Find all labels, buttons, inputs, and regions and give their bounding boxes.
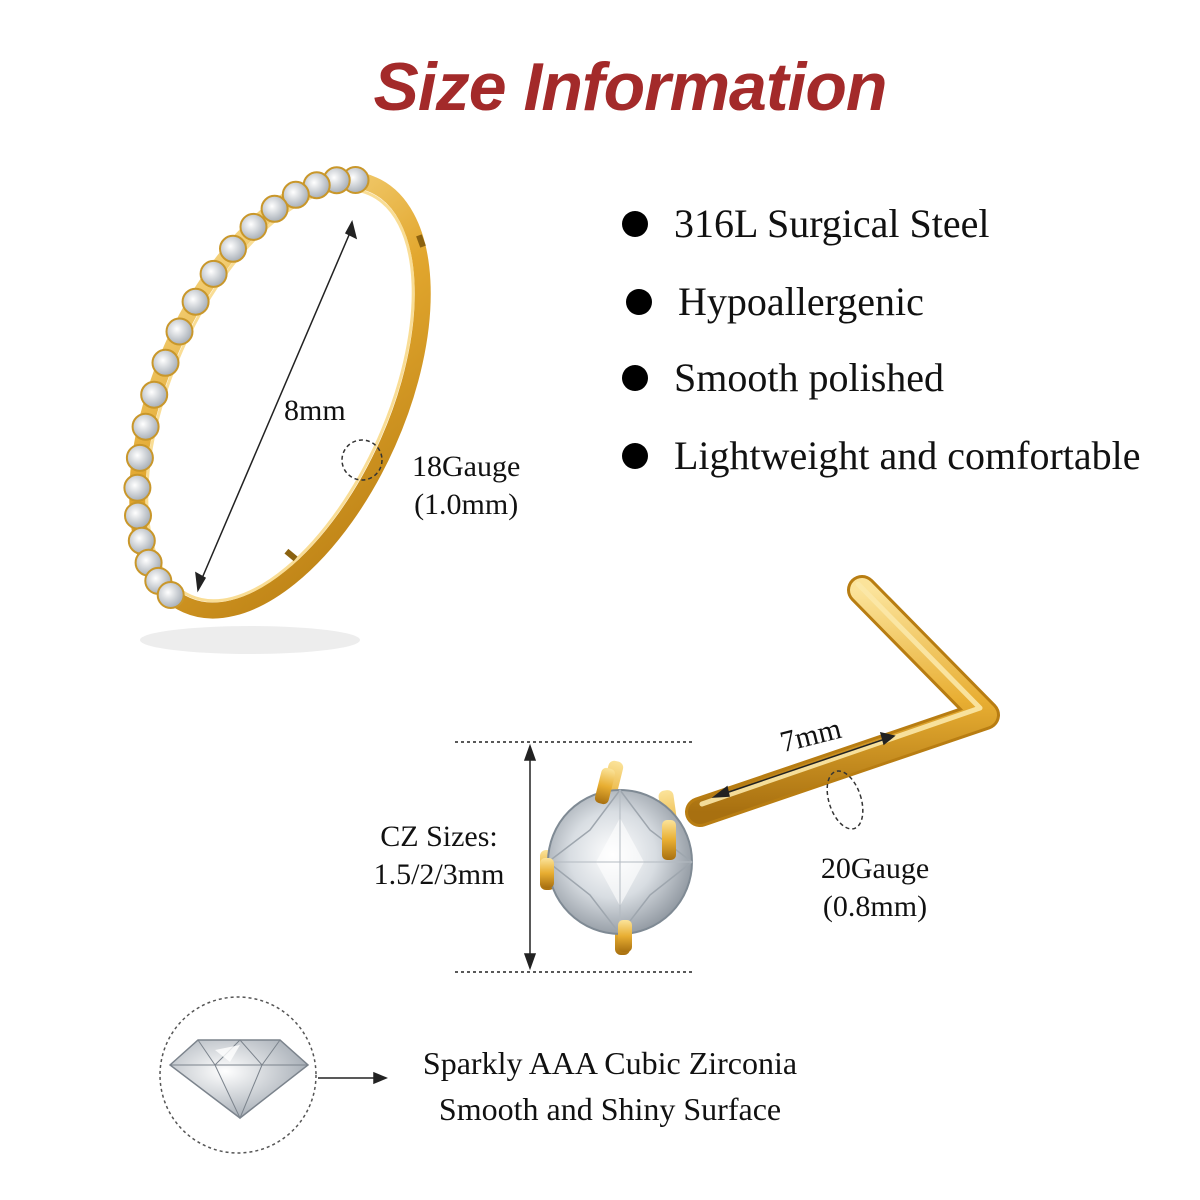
feature-item: 316L Surgical Steel xyxy=(622,200,990,247)
bullet-icon xyxy=(626,288,652,315)
ring-stone xyxy=(181,287,210,316)
nose-stud-gem xyxy=(540,760,694,955)
cz-description-line1: Sparkly AAA Cubic Zirconia xyxy=(422,1045,798,1081)
hinged-ring xyxy=(129,171,431,619)
ring-stone xyxy=(123,473,152,502)
ring-stones xyxy=(123,166,370,609)
ring-stone xyxy=(281,180,310,209)
ring-stone xyxy=(199,259,228,288)
cz-description: Sparkly AAA Cubic Zirconia Smooth and Sh… xyxy=(360,1040,860,1132)
bullet-icon xyxy=(622,442,648,469)
bullet-icon xyxy=(622,364,648,391)
ring-stone xyxy=(125,443,154,472)
ring-gauge-label: 18Gauge (1.0mm) xyxy=(412,448,520,524)
stud-gauge-marker xyxy=(826,770,864,830)
cz-size-values: 1.5/2/3mm xyxy=(373,858,505,891)
cz-detail-circle xyxy=(159,996,317,1154)
feature-text: Lightweight and comfortable xyxy=(674,433,1141,478)
hinge-mark xyxy=(416,234,426,248)
cz-size-title: CZ Sizes: xyxy=(380,820,498,853)
feature-text: Smooth polished xyxy=(674,355,945,400)
ring-diameter-label: 8mm xyxy=(284,394,346,427)
ring-diameter-line xyxy=(195,219,358,593)
stud-gauge-mm: (0.8mm) xyxy=(822,890,928,923)
ring-stone xyxy=(124,501,152,530)
feature-item: Hypoallergenic xyxy=(626,278,924,325)
feature-item: Lightweight and comfortable xyxy=(622,432,1141,479)
ring-gauge-marker xyxy=(341,439,383,481)
cz-description-line2: Smooth and Shiny Surface xyxy=(438,1091,782,1127)
feature-text: Hypoallergenic xyxy=(678,279,924,324)
stud-gauge-label: 20Gauge (0.8mm) xyxy=(812,850,938,926)
ring-stone xyxy=(151,348,180,377)
stud-gauge-value: 20Gauge xyxy=(820,852,930,885)
ring-stone xyxy=(219,234,247,263)
cz-size-dimension xyxy=(455,741,692,973)
cz-detail-arrow xyxy=(318,1071,388,1085)
feature-item: Smooth polished xyxy=(622,354,944,401)
cz-size-label: CZ Sizes: 1.5/2/3mm xyxy=(364,818,514,894)
ring-stone xyxy=(140,380,169,409)
ring-stone xyxy=(165,317,194,346)
feature-text: 316L Surgical Steel xyxy=(674,201,990,246)
ring-stone xyxy=(260,194,289,223)
nose-stud-post xyxy=(685,575,1000,827)
ring-stone xyxy=(131,412,160,441)
ring-stone xyxy=(156,581,185,609)
hinge-mark xyxy=(284,548,298,562)
bullet-icon xyxy=(622,210,648,237)
ring-shadow xyxy=(140,626,360,654)
ring-stone xyxy=(239,212,268,241)
diamond-icon xyxy=(168,1039,310,1120)
page-title: Size Information xyxy=(373,49,888,125)
stud-length-dimension xyxy=(711,731,896,798)
ring-gauge-value: 18Gauge xyxy=(412,450,521,483)
ring-gauge-mm: (1.0mm) xyxy=(414,488,519,521)
